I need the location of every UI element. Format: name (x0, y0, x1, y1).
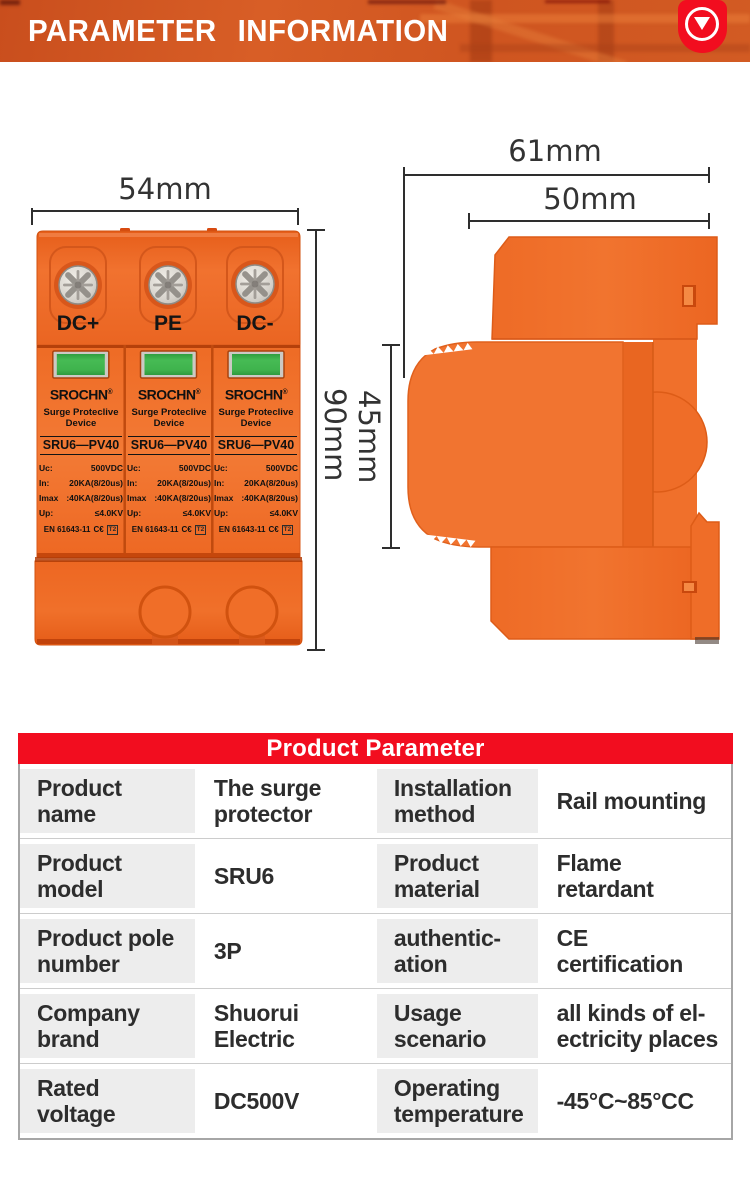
table-row: Company brand Shuorui Electric Usage sce… (20, 988, 731, 1063)
dimension-tick (297, 208, 299, 225)
row-value-cell: all kinds of el- ectricity places (556, 1000, 719, 1052)
dimension-tick (31, 208, 33, 225)
ce-mark-icon: C€ (181, 525, 192, 535)
terminal-label-dc-minus: DC- (236, 312, 274, 335)
row-value-cell: Rail mounting (556, 788, 707, 814)
front-width-dimension-label: 54mm (118, 172, 212, 206)
ce-mark-icon: C€ (93, 525, 104, 535)
module-certification: EN 61643-11 C€ T2 (131, 524, 207, 535)
banner-photo-shape (0, 0, 20, 5)
row-label-cell: Usage scenario (376, 989, 538, 1063)
module-specs: Uc:500VDC In:20KA(8/20us) Imax:40KA(8/20… (214, 462, 298, 518)
scroll-down-button[interactable] (678, 0, 727, 53)
module-subtitle: Device (153, 417, 185, 429)
module-model: SRU6—PV40 (128, 435, 210, 455)
row-label-cell: Product model (20, 839, 195, 913)
module-certification: EN 61643-11 C€ T2 (43, 524, 119, 535)
row-value-cell: Flame retardant (556, 850, 654, 902)
dimension-tick (708, 213, 710, 229)
parameter-information-banner: PARAMETER INFORMATION (0, 0, 750, 62)
module-specs: Uc:500VDC In:20KA(8/20us) Imax:40KA(8/20… (39, 462, 123, 518)
t2-class-icon: T2 (194, 524, 207, 535)
front-height-dimension-line (315, 230, 317, 650)
table-title-bar: Product Parameter (18, 733, 733, 764)
banner-title: PARAMETER INFORMATION (28, 13, 449, 48)
table-row: Product name The surge protector Install… (20, 764, 731, 838)
side-total-width-dimension-label: 61mm (508, 134, 602, 168)
module-face-card: SROCHN® Surge Proteclive Device SRU6—PV4… (211, 385, 301, 535)
scroll-down-ring (685, 7, 719, 41)
row-value-cell: CE certification (556, 925, 684, 977)
banner-photo-shape (368, 0, 446, 4)
row-label-cell: Product name (20, 764, 195, 838)
side-rail-width-dimension-line (469, 220, 710, 222)
t2-class-icon: T2 (281, 524, 294, 535)
row-label-cell: Product pole number (20, 914, 195, 988)
module-height-dimension-label: 45mm (352, 390, 386, 484)
row-value-cell: The surge protector (213, 775, 322, 827)
side-rail-width-dimension-label: 50mm (543, 182, 637, 216)
row-value-cell: DC500V (213, 1088, 300, 1114)
brand-logo: SROCHN® (224, 386, 288, 403)
module-specs: Uc:500VDC In:20KA(8/20us) Imax:40KA(8/20… (127, 462, 211, 518)
ce-mark-icon: C€ (268, 525, 279, 535)
banner-photo-shape (470, 0, 492, 62)
terminal-label-pe: PE (153, 312, 182, 335)
dimension-tick (307, 229, 325, 231)
down-arrow-icon (694, 17, 710, 30)
table-row: Rated voltage DC500V Operating temperatu… (20, 1063, 731, 1138)
product-parameter-table: Product name The surge protector Install… (18, 764, 733, 1140)
module-height-dimension-line (390, 345, 392, 549)
row-label-cell: Installation method (376, 764, 538, 838)
row-label-cell: Operating temperature (376, 1064, 538, 1138)
table-row: Product model SRU6 Product material Flam… (20, 838, 731, 913)
side-total-width-dimension-line (404, 174, 710, 176)
brand-logo: SROCHN® (49, 386, 113, 403)
front-view-illustration (34, 228, 303, 646)
banner-photo-shape (460, 44, 750, 52)
table-row: Product pole number 3P authentic- ation … (20, 913, 731, 988)
dimension-extension-line (403, 176, 405, 378)
row-label-cell: Product material (376, 839, 538, 913)
side-view-illustration (407, 236, 720, 644)
dimension-tick (708, 167, 710, 183)
module-face-card: SROCHN® Surge Proteclive Device SRU6—PV4… (36, 385, 126, 535)
module-subtitle: Device (240, 417, 272, 429)
dimension-tick (382, 547, 400, 549)
dimension-tick (307, 649, 325, 651)
module-model: SRU6—PV40 (40, 435, 122, 455)
row-value-cell: -45°C~85°CC (556, 1088, 694, 1114)
dimension-tick (468, 213, 470, 229)
dimension-tick (382, 344, 400, 346)
terminal-label-dc-plus: DC+ (56, 312, 100, 335)
front-width-dimension-line (32, 210, 298, 212)
row-value-cell: SRU6 (213, 863, 275, 889)
t2-class-icon: T2 (106, 524, 119, 535)
table-title: Product Parameter (266, 734, 485, 762)
row-value-cell: 3P (213, 938, 242, 964)
row-label-cell: authentic- ation (376, 914, 538, 988)
module-subtitle: Surge Proteclive (218, 406, 294, 418)
row-label-cell: Company brand (20, 989, 195, 1063)
dimension-tick (403, 167, 405, 183)
module-subtitle: Surge Proteclive (131, 406, 207, 418)
row-label-cell: Rated voltage (20, 1064, 195, 1138)
module-face-card: SROCHN® Surge Proteclive Device SRU6—PV4… (124, 385, 214, 535)
module-subtitle: Device (65, 417, 97, 429)
module-certification: EN 61643-11 C€ T2 (218, 524, 294, 535)
brand-logo: SROCHN® (137, 386, 201, 403)
module-model: SRU6—PV40 (215, 435, 297, 455)
banner-photo-shape (420, 14, 750, 23)
banner-photo-shape (545, 0, 610, 3)
front-height-dimension-label: 90mm (318, 388, 352, 482)
row-value-cell: Shuorui Electric (213, 1000, 299, 1052)
module-subtitle: Surge Proteclive (43, 406, 119, 418)
